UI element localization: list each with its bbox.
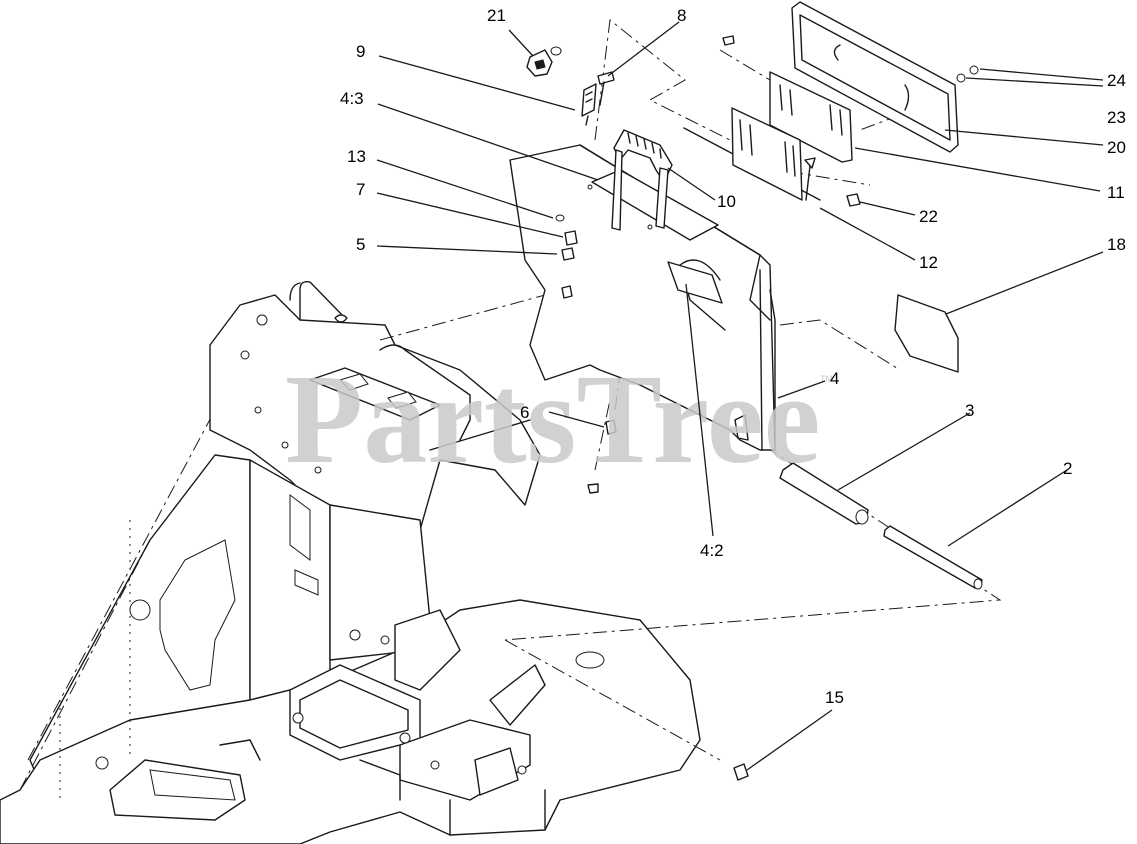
callout-20: 20 bbox=[1107, 138, 1126, 157]
chassis-frame bbox=[0, 280, 701, 844]
callout-15: 15 bbox=[825, 688, 844, 707]
tube-3 bbox=[779, 462, 869, 525]
callout-7: 7 bbox=[356, 180, 365, 199]
decal-18 bbox=[894, 294, 959, 373]
callout-4-3: 4:3 bbox=[340, 89, 364, 108]
callout-labels: 21 8 9 4:3 13 7 5 10 24 23 20 11 22 12 1… bbox=[340, 6, 1126, 707]
callout-5: 5 bbox=[356, 235, 365, 254]
rod-2 bbox=[883, 525, 983, 590]
callout-21: 21 bbox=[487, 6, 506, 25]
watermark: PartsTree TM bbox=[285, 348, 833, 490]
callout-8: 8 bbox=[677, 6, 686, 25]
bracket-11 bbox=[731, 71, 853, 201]
handle-10 bbox=[611, 129, 673, 231]
callout-4: 4 bbox=[830, 369, 839, 388]
callout-4-2: 4:2 bbox=[700, 541, 724, 560]
callout-22: 22 bbox=[919, 207, 938, 226]
callout-13: 13 bbox=[347, 147, 366, 166]
callout-9: 9 bbox=[356, 42, 365, 61]
callout-3: 3 bbox=[965, 401, 974, 420]
hardware bbox=[526, 35, 979, 781]
watermark-trademark: TM bbox=[820, 374, 833, 384]
callout-2: 2 bbox=[1063, 459, 1072, 478]
callout-6: 6 bbox=[520, 403, 529, 422]
callout-18: 18 bbox=[1107, 235, 1126, 254]
reflector-20 bbox=[791, 1, 959, 153]
callout-24: 24 bbox=[1107, 71, 1126, 90]
callout-23: 23 bbox=[1107, 108, 1126, 127]
leader-lines bbox=[376, 21, 1104, 771]
callout-12: 12 bbox=[919, 253, 938, 272]
control-panel-4 bbox=[509, 144, 776, 451]
watermark-text: PartsTree bbox=[285, 348, 820, 490]
callout-10: 10 bbox=[717, 192, 736, 211]
callout-11: 11 bbox=[1107, 183, 1125, 202]
